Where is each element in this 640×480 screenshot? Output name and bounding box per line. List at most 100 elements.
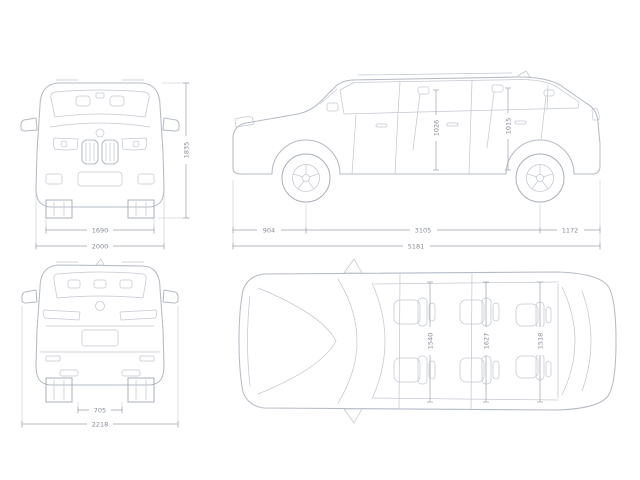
side-door-seam-front — [351, 114, 357, 175]
side-overall-length-value: 5181 — [408, 243, 425, 251]
front-wheel-treads — [53, 201, 147, 217]
front-mirror-right — [162, 117, 180, 132]
dim-label-chip — [403, 242, 430, 250]
dim-label-chip — [87, 420, 113, 428]
side-mirror — [326, 102, 339, 112]
side-cabin-rear-label: 1015 — [504, 113, 513, 139]
side-door-seam-mid — [394, 113, 399, 175]
side-antenna-fin — [515, 70, 531, 78]
dim-label-chip — [432, 115, 440, 141]
top-hood-crease-lower — [257, 340, 337, 395]
top-front-width-label: 1540 — [426, 327, 435, 355]
dim-label-chip — [182, 136, 190, 164]
side-door-handle-front — [375, 123, 388, 128]
side-dimensions: 904 3105 1172 5181 — [232, 180, 601, 251]
rear-mirror-right — [162, 289, 179, 304]
front-height-value: 1835 — [183, 142, 191, 159]
side-wheelbase-value: 3105 — [415, 227, 432, 235]
top-middle-width-value: 1627 — [483, 333, 491, 350]
rear-exhaust-right — [121, 369, 141, 377]
side-glasshouse — [339, 79, 580, 115]
top-rear-width-label: 1518 — [536, 327, 545, 355]
front-headlight-right — [121, 137, 148, 151]
rear-taillight-right — [119, 309, 158, 321]
top-windshield-top — [371, 282, 386, 400]
rear-wheel-right — [127, 377, 155, 403]
side-front-overhang-value: 904 — [263, 227, 275, 235]
front-overall-width-value: 2000 — [92, 243, 109, 251]
top-nose-line — [247, 295, 251, 387]
dim-label-chip — [426, 327, 434, 355]
rear-body-outline — [35, 264, 165, 386]
rear-window — [53, 271, 147, 299]
rear-reflector-left — [45, 355, 61, 362]
rear-reflector-right — [139, 355, 155, 362]
top-roof-rail-upper — [373, 281, 559, 285]
rear-view: 705 2218 — [21, 258, 179, 429]
dim-label-chip — [89, 406, 111, 414]
side-cabin-front-label: 1026 — [432, 115, 441, 141]
side-cabin-rear-value: 1015 — [505, 118, 513, 135]
side-car — [232, 70, 601, 203]
front-grille-bars — [85, 142, 115, 162]
rear-wheel-treads — [53, 379, 147, 401]
top-mirror-lower — [343, 408, 363, 424]
top-door-seam-rear — [470, 271, 473, 411]
front-headrest-left — [75, 95, 91, 107]
front-track-width-value: 1690 — [92, 227, 109, 235]
dim-label-chip — [482, 327, 490, 355]
side-rear-wheel-spokes — [526, 164, 554, 190]
rear-mirror-left — [21, 289, 38, 304]
front-brand-roundel — [95, 128, 105, 138]
rear-inner-width-value: 705 — [94, 407, 106, 415]
rear-antenna-fin — [95, 258, 105, 266]
side-window-divider-b — [397, 81, 401, 114]
top-body-outline — [238, 271, 617, 411]
side-front-wheel — [281, 153, 331, 203]
front-kidney-grille-left — [81, 139, 99, 165]
rear-exhaust-left — [59, 369, 79, 377]
front-kidney-grille-right — [101, 139, 119, 165]
side-taillight — [591, 107, 600, 121]
front-headrest-right — [109, 95, 125, 107]
top-dimensions: 1540 1627 1518 — [426, 281, 545, 403]
top-roof-rail-lower — [373, 397, 559, 401]
front-view: 1690 2000 1835 — [20, 79, 191, 251]
dim-label-chip — [536, 327, 544, 355]
rear-mirror-width-value: 2218 — [92, 421, 109, 429]
side-view: 1026 1015 904 3105 1172 — [232, 70, 601, 251]
side-windshield-line — [319, 88, 338, 105]
top-middle-width-label: 1627 — [482, 327, 491, 355]
front-car — [20, 79, 180, 219]
front-center-intake — [77, 171, 123, 187]
side-cabin-dimensions: 1026 1015 — [432, 87, 513, 171]
side-roof-rail — [357, 72, 513, 76]
top-rear-window-top — [561, 286, 576, 396]
dim-label-chip — [557, 226, 584, 234]
top-windshield-base — [337, 278, 358, 404]
front-body-outline — [35, 82, 165, 208]
top-mirror-upper — [343, 258, 363, 274]
dim-label-chip — [87, 242, 113, 250]
front-dimensions: 1690 2000 1835 — [35, 82, 191, 251]
side-rear-overhang-value: 1172 — [562, 227, 579, 235]
side-window-divider-c — [470, 80, 473, 114]
rear-dimensions: 705 2218 — [21, 306, 179, 429]
side-front-wheel-spokes — [292, 164, 320, 190]
top-second-row-seats — [459, 297, 500, 385]
side-headlight — [234, 116, 255, 128]
side-rear-wheel — [515, 153, 565, 203]
top-door-seam-front — [398, 272, 401, 410]
top-front-width-value: 1540 — [427, 333, 435, 350]
top-view: 1540 1627 1518 — [238, 258, 617, 424]
side-window-divider-d — [546, 84, 549, 111]
rear-taillight-left — [42, 309, 81, 321]
rear-license-plate — [81, 329, 119, 347]
side-cabin-front-value: 1026 — [433, 120, 441, 137]
front-side-intake-right — [137, 173, 155, 185]
side-door-seam-rear — [468, 112, 472, 175]
front-headlight-left — [52, 137, 79, 151]
front-headlight-lens-left — [60, 140, 68, 148]
